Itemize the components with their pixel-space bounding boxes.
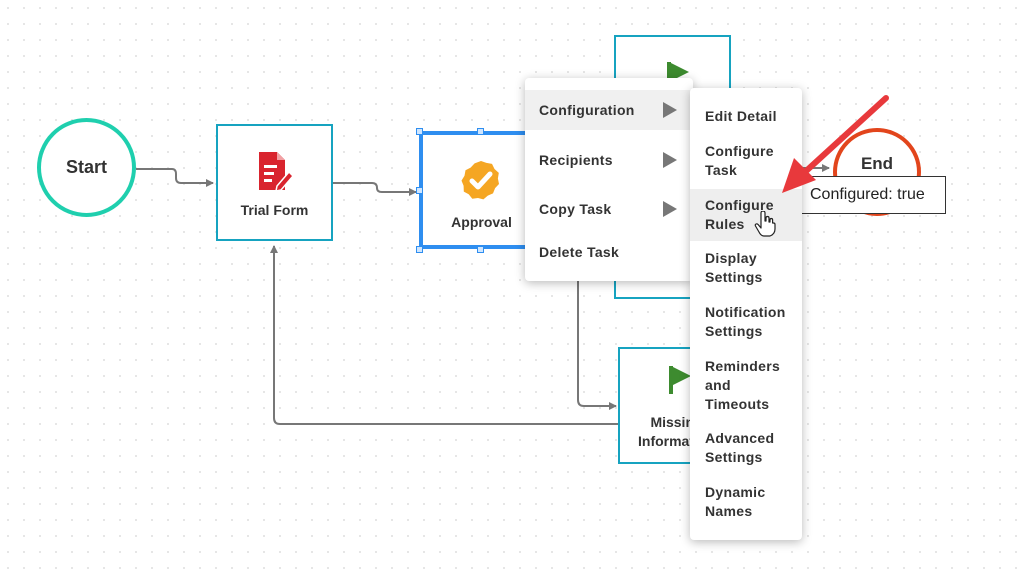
trial-form-node[interactable]: Trial Form xyxy=(216,124,333,241)
connector-start-to-trial-form[interactable] xyxy=(136,168,214,187)
resize-handle-nw[interactable] xyxy=(416,128,423,135)
submenu-item-dynamic-names[interactable]: Dynamic Names xyxy=(690,483,794,521)
trial-form-label: Trial Form xyxy=(240,202,309,218)
resize-handle-sw[interactable] xyxy=(416,246,423,253)
submenu-item-label: Configure Task xyxy=(705,143,774,178)
resize-handle-n[interactable] xyxy=(477,128,484,135)
menu-item-delete-task[interactable]: Delete Task xyxy=(525,232,693,272)
menu-item-label: Configuration xyxy=(539,102,635,118)
submenu-item-label: Notification Settings xyxy=(705,304,786,339)
submenu-item-label: Reminders and Timeouts xyxy=(705,358,781,412)
verified-badge-icon xyxy=(461,161,499,200)
start-node[interactable]: Start xyxy=(37,118,136,217)
connector-trial-form-to-approval[interactable] xyxy=(332,182,417,196)
configured-tooltip: Configured: true xyxy=(782,176,946,214)
submenu-arrow-icon xyxy=(663,152,677,168)
submenu-item-label: Configure Rules xyxy=(705,197,774,232)
connector-approval-to-missing-information[interactable] xyxy=(577,281,617,410)
submenu-item-label: Display Settings xyxy=(705,250,763,285)
approval-label: Approval xyxy=(451,214,512,230)
menu-item-recipients[interactable]: Recipients xyxy=(525,140,693,180)
submenu-item-reminders-and-timeouts[interactable]: Reminders and Timeouts xyxy=(690,357,794,414)
submenu-item-label: Advanced Settings xyxy=(705,430,775,465)
flag-icon xyxy=(669,366,691,394)
menu-item-label: Copy Task xyxy=(539,201,612,217)
menu-item-configuration[interactable]: Configuration xyxy=(525,90,693,130)
submenu-item-edit-detail[interactable]: Edit Detail xyxy=(690,107,802,126)
submenu-arrow-icon xyxy=(663,201,677,217)
flag-icon xyxy=(667,62,689,90)
start-label: Start xyxy=(65,157,107,177)
menu-item-label: Delete Task xyxy=(539,244,620,260)
resize-handle-s[interactable] xyxy=(477,246,484,253)
menu-item-copy-task[interactable]: Copy Task xyxy=(525,189,693,229)
submenu-item-configure-rules[interactable]: Configure Rules xyxy=(690,189,802,241)
submenu-item-label: Dynamic Names xyxy=(705,484,766,519)
menu-item-label: Recipients xyxy=(539,152,613,168)
tooltip-text: Configured: true xyxy=(810,186,925,203)
submenu-item-display-settings[interactable]: Display Settings xyxy=(690,249,794,287)
resize-handle-w[interactable] xyxy=(416,187,423,194)
submenu-item-configure-task[interactable]: Configure Task xyxy=(690,142,794,180)
submenu-item-advanced-settings[interactable]: Advanced Settings xyxy=(690,429,794,467)
configuration-submenu: Edit Detail Configure Task Configure Rul… xyxy=(690,88,802,540)
context-menu: Configuration Recipients Copy Task Delet… xyxy=(525,78,693,281)
submenu-item-notification-settings[interactable]: Notification Settings xyxy=(690,303,802,341)
end-label: End xyxy=(860,154,894,173)
form-document-icon xyxy=(259,152,295,192)
submenu-item-label: Edit Detail xyxy=(705,108,777,124)
submenu-arrow-icon xyxy=(663,102,677,118)
hand-cursor-icon xyxy=(754,211,776,237)
connector-missing-information-to-trial-form[interactable] xyxy=(270,245,620,425)
